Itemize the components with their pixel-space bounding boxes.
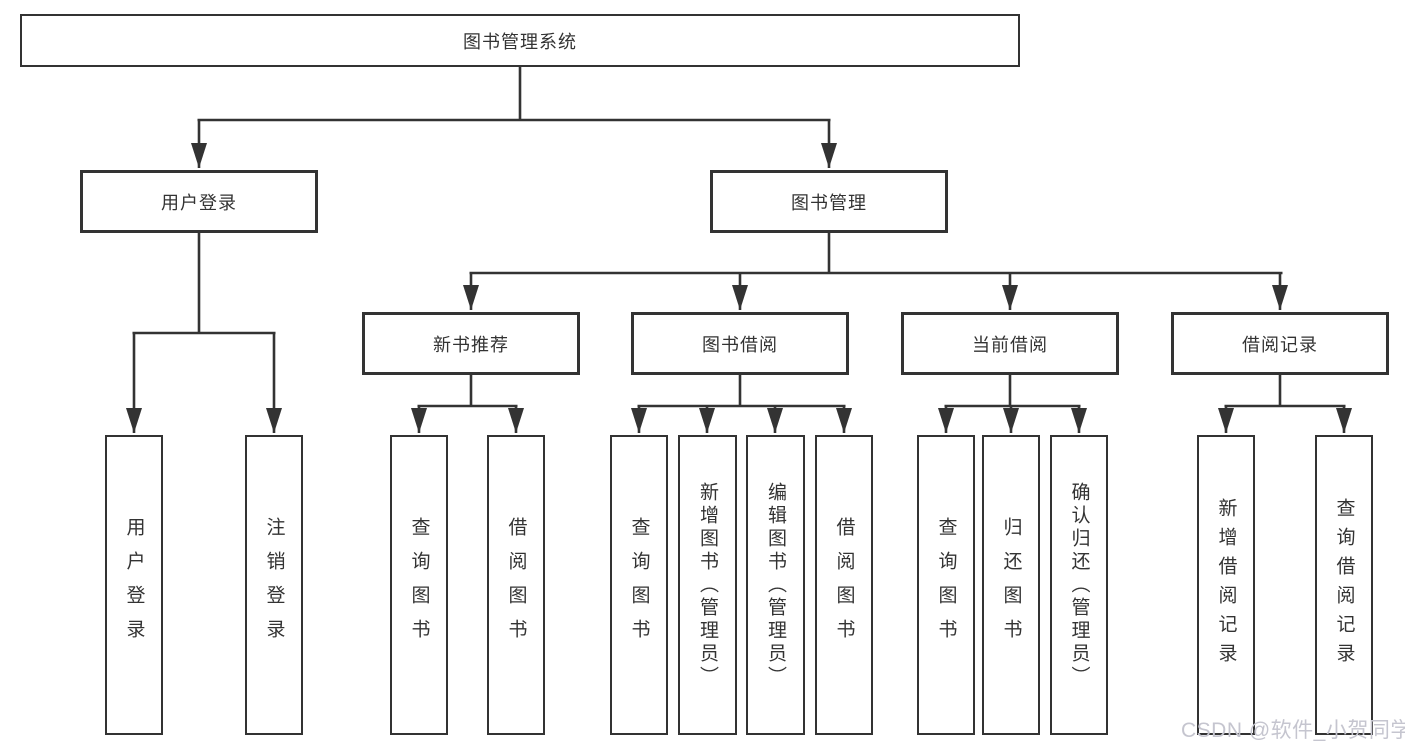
leaf-add-borrow-record: 新增借阅记录 — [1197, 435, 1255, 735]
node-current-borrowing-label: 当前借阅 — [972, 334, 1048, 355]
leaf-confirm-return-admin-label: 确认归还（管理员） — [1068, 481, 1090, 689]
node-book-management-label: 图书管理 — [791, 192, 867, 213]
leaf-add-books-admin: 新增图书（管理员） — [678, 435, 737, 735]
node-borrowing-records: 借阅记录 — [1171, 312, 1389, 375]
leaf-borrow-books: 借阅图书 — [815, 435, 873, 735]
node-current-borrowing: 当前借阅 — [901, 312, 1119, 375]
leaf-borrow-books-recommend: 借阅图书 — [487, 435, 545, 735]
leaf-query-books-recommend: 查询图书 — [390, 435, 448, 735]
leaf-edit-books-admin: 编辑图书（管理员） — [746, 435, 805, 735]
leaf-query-borrow-record-label: 查询借阅记录 — [1333, 498, 1355, 672]
leaf-confirm-return-admin: 确认归还（管理员） — [1050, 435, 1108, 735]
leaf-return-books-label: 归还图书 — [1000, 517, 1022, 653]
leaf-user-login: 用户登录 — [105, 435, 163, 735]
leaf-query-books-borrowing: 查询图书 — [610, 435, 668, 735]
leaf-query-books-current-label: 查询图书 — [935, 517, 957, 653]
node-book-borrowing: 图书借阅 — [631, 312, 849, 375]
leaf-query-books-borrowing-label: 查询图书 — [628, 517, 650, 653]
node-user-login-branch-label: 用户登录 — [161, 192, 237, 213]
node-new-book-recommend-label: 新书推荐 — [433, 334, 509, 355]
csdn-watermark: CSDN @软件_小贺同学 — [1181, 719, 1405, 742]
leaf-return-books: 归还图书 — [982, 435, 1040, 735]
leaf-add-borrow-record-label: 新增借阅记录 — [1215, 498, 1237, 672]
node-book-borrowing-label: 图书借阅 — [702, 334, 778, 355]
node-user-login-branch: 用户登录 — [80, 170, 318, 233]
node-library-system-label: 图书管理系统 — [463, 31, 577, 52]
leaf-user-login-label: 用户登录 — [123, 517, 145, 653]
node-new-book-recommend: 新书推荐 — [362, 312, 580, 375]
leaf-edit-books-admin-label: 编辑图书（管理员） — [765, 481, 786, 689]
leaf-add-books-admin-label: 新增图书（管理员） — [697, 481, 718, 689]
leaf-query-books-recommend-label: 查询图书 — [408, 517, 430, 653]
leaf-logout-label: 注销登录 — [263, 517, 285, 653]
node-library-system: 图书管理系统 — [20, 14, 1020, 67]
leaf-borrow-books-recommend-label: 借阅图书 — [505, 517, 527, 653]
leaf-query-borrow-record: 查询借阅记录 — [1315, 435, 1373, 735]
leaf-query-books-current: 查询图书 — [917, 435, 975, 735]
node-book-management: 图书管理 — [710, 170, 948, 233]
node-borrowing-records-label: 借阅记录 — [1242, 334, 1318, 355]
leaf-borrow-books-label: 借阅图书 — [833, 517, 855, 653]
leaf-logout: 注销登录 — [245, 435, 303, 735]
